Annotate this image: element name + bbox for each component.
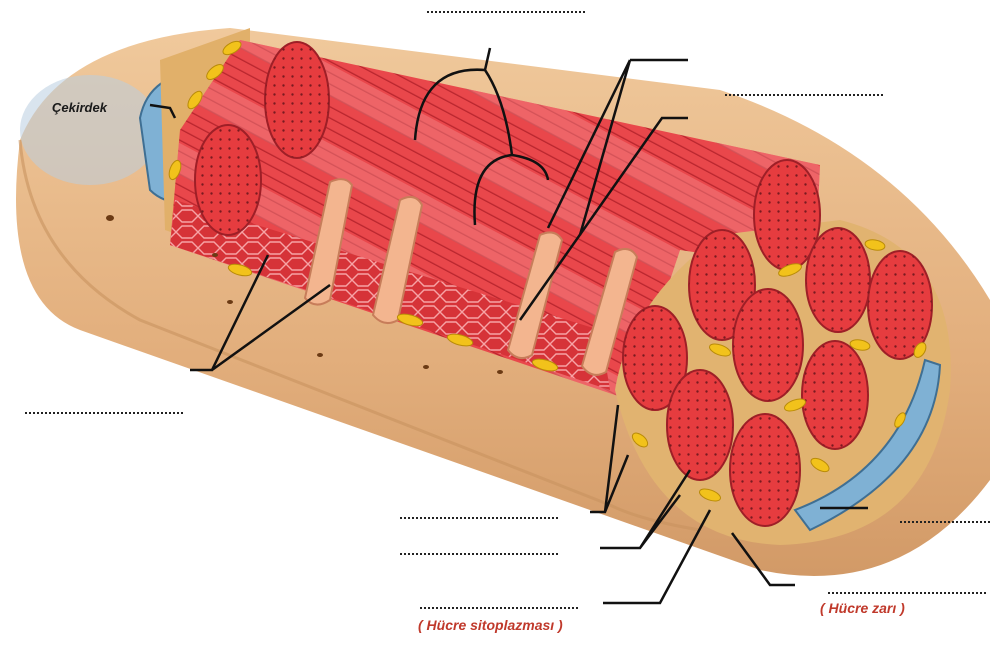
label-cell-membrane: ( Hücre zarı ): [820, 600, 905, 616]
label-cytoplasm: ( Hücre sitoplazması ): [418, 617, 563, 633]
label-nucleus: Çekirdek: [52, 100, 107, 115]
